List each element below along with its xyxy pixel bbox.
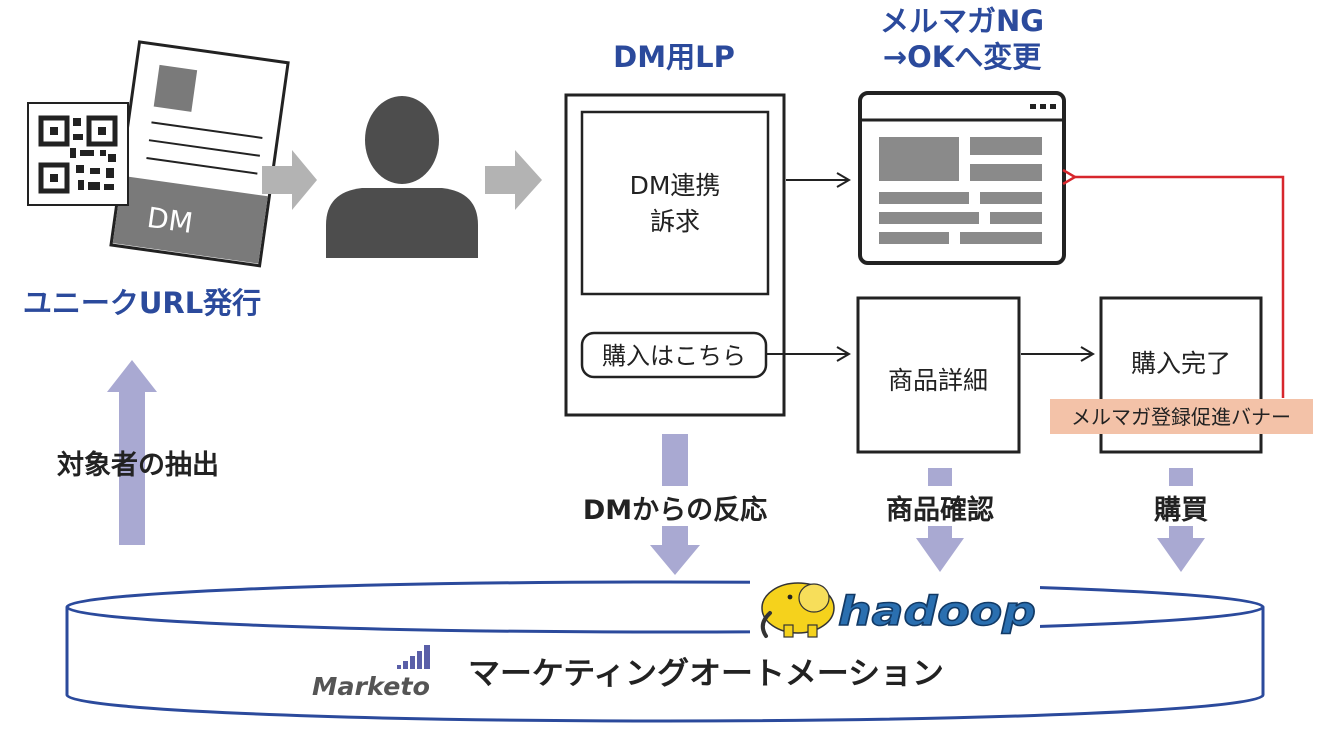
newsletter-title-line2: →OKへ変更 — [883, 40, 1042, 74]
target-extraction-label: 対象者の抽出 — [57, 449, 219, 481]
newsletter-banner-label: メルマガ登録促進バナー — [1071, 405, 1291, 429]
marketing-automation-database — [65, 580, 1265, 723]
gray-arrow-1 — [262, 150, 317, 210]
person-icon — [326, 96, 478, 258]
unique-url-label: ユニークURL発行 — [23, 286, 261, 320]
product-check-label: 商品確認 — [886, 494, 994, 526]
dm-response-label: DMからの反応 — [583, 494, 767, 526]
red-feedback-arrow — [1075, 177, 1285, 398]
hadoop-elephant-icon — [760, 582, 835, 638]
newsletter-banner[interactable] — [1050, 399, 1313, 434]
lp-inner-line2: 訴求 — [650, 207, 700, 236]
product-detail-label: 商品詳細 — [888, 366, 988, 395]
purple-up-arrow — [107, 360, 157, 545]
dm-card-label: DM — [145, 201, 195, 240]
hadoop-logo: hadoop — [750, 575, 1040, 645]
marketing-automation-label: マーケティングオートメーション — [468, 656, 944, 692]
marketo-wordmark: Marketo — [312, 672, 430, 701]
dm-lp-content-box — [580, 110, 770, 296]
newsletter-title-line1: メルマガNG — [880, 4, 1044, 38]
dm-card-icon: DM — [27, 40, 290, 268]
dm-lp-title: DM用LP — [613, 40, 735, 74]
gray-arrow-2 — [485, 150, 542, 210]
purchase-label: 購買 — [1154, 495, 1208, 526]
marketo-bars-icon — [397, 645, 430, 669]
buy-button-label: 購入はこちら — [602, 342, 746, 370]
marketo-logo: Marketo — [312, 645, 430, 701]
qr-code-icon — [27, 102, 129, 206]
purchase-complete-label: 購入完了 — [1131, 349, 1231, 378]
product-detail-box — [856, 296, 1021, 454]
hadoop-wordmark: hadoop — [838, 589, 1036, 635]
browser-window-icon — [858, 91, 1066, 265]
lp-inner-line1: DM連携 — [630, 171, 721, 200]
